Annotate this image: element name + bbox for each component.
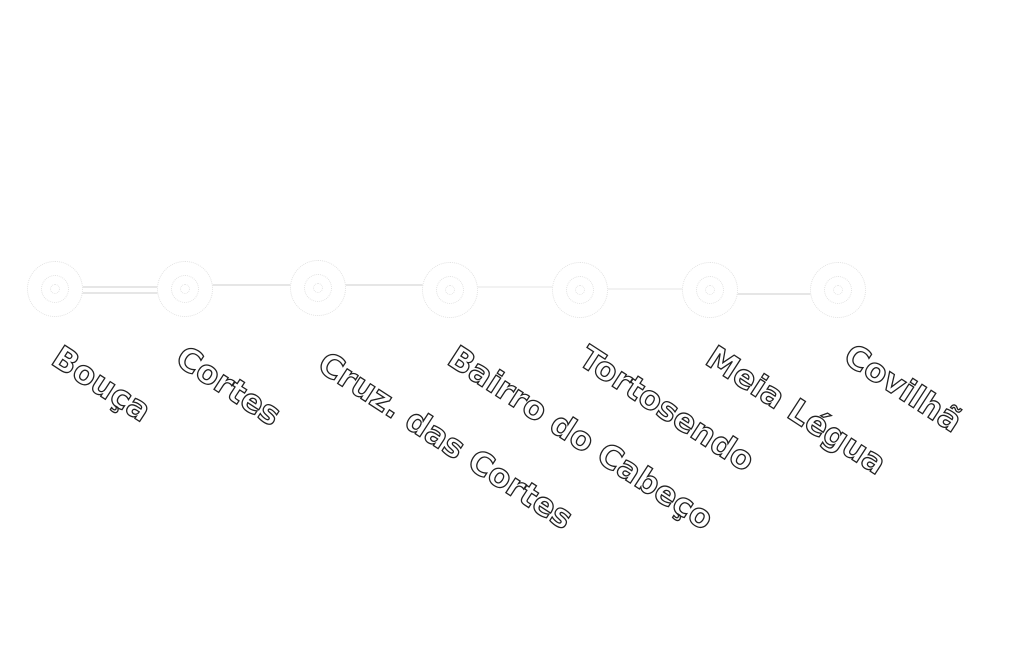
route-segment: [737, 293, 812, 295]
stop-marker-bairro-do-cabeco[interactable]: [422, 262, 478, 318]
route-segment: [82, 286, 158, 288]
route-segment: [82, 292, 158, 294]
stop-label: Cortes: [169, 337, 289, 434]
route-segment: [607, 288, 684, 290]
stop-label: Covilhã: [837, 335, 970, 441]
route-segment: [477, 286, 554, 288]
stop-marker-covilha[interactable]: [810, 262, 866, 318]
route-segment: [212, 284, 292, 286]
stop-marker-bouca[interactable]: [27, 261, 83, 317]
stop-label: Bouça: [45, 337, 159, 430]
stop-marker-cruz-das-cortes[interactable]: [290, 260, 346, 316]
route-segment: [345, 284, 425, 286]
stop-marker-tortosendo[interactable]: [552, 262, 608, 318]
stop-marker-cortes[interactable]: [157, 261, 213, 317]
stop-marker-meia-legua[interactable]: [682, 262, 738, 318]
